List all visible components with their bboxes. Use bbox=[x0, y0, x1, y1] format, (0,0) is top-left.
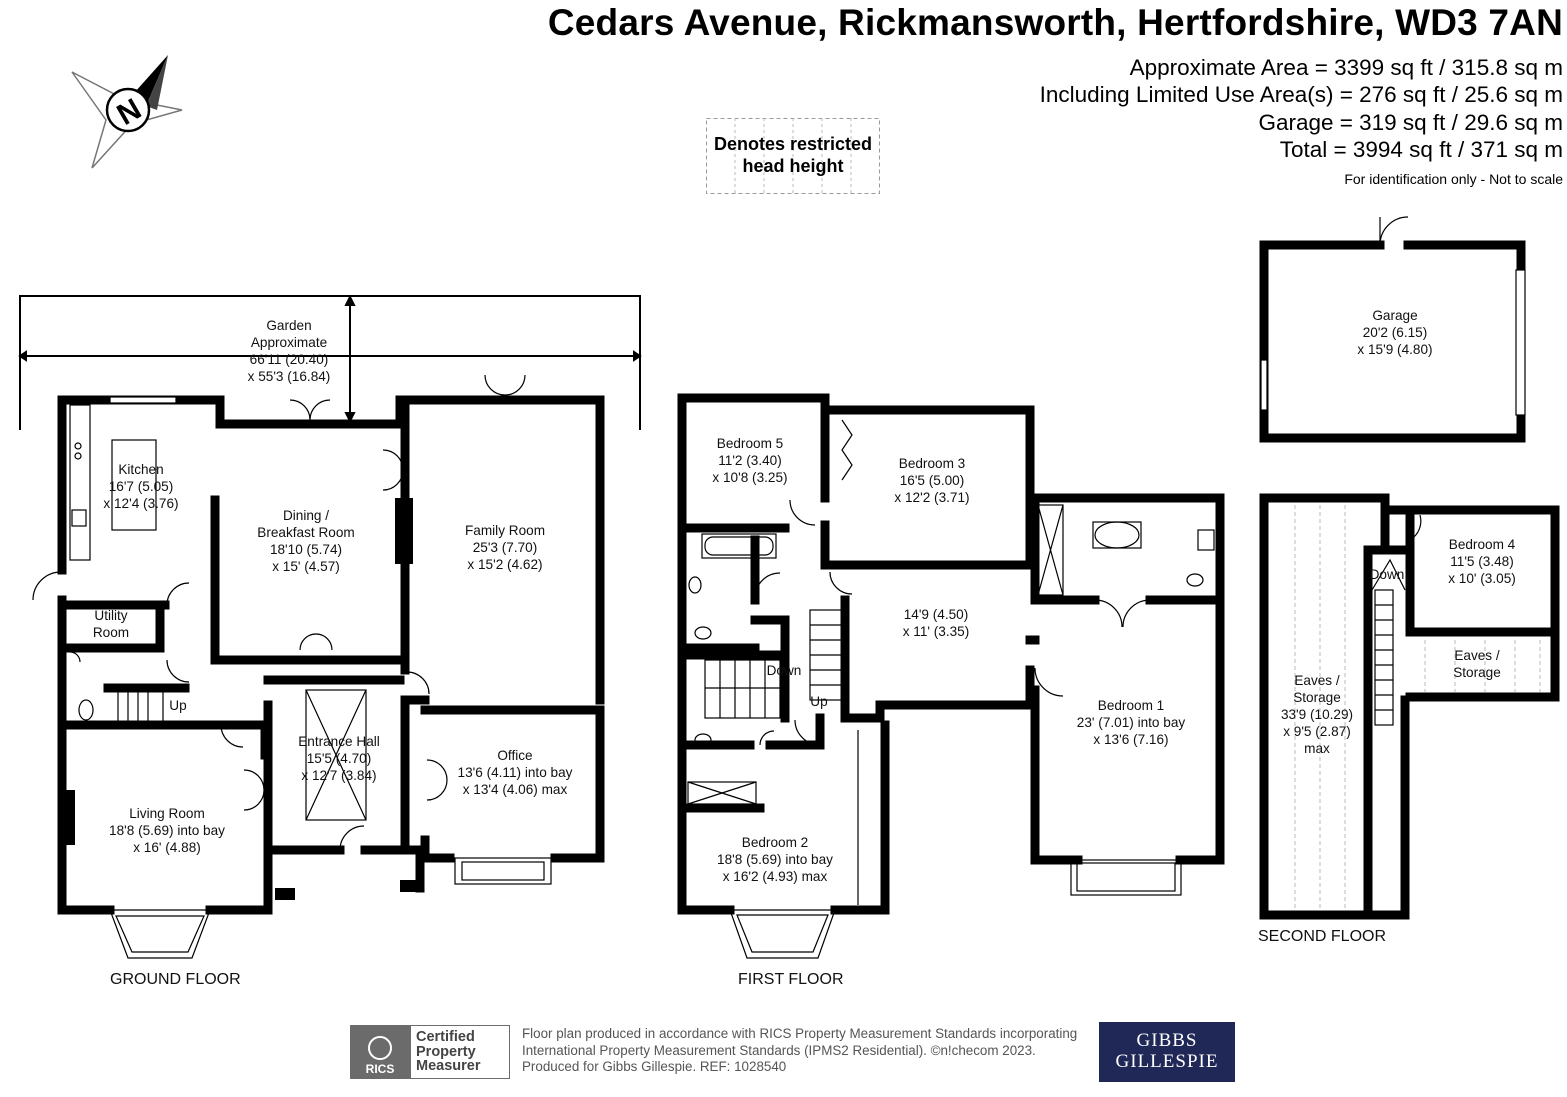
footer-line: International Property Measurement Stand… bbox=[522, 1042, 1036, 1058]
brand-logo: Gibbs Gillespie bbox=[1099, 1022, 1235, 1082]
room-label-eaves-storage: Eaves /Storage bbox=[1453, 648, 1501, 680]
wall-stub bbox=[275, 888, 295, 900]
stair-label-down: Down bbox=[1370, 567, 1405, 582]
rics-label-line: Certified bbox=[416, 1029, 475, 1045]
fireplace bbox=[395, 498, 413, 564]
second-floor-walls bbox=[1259, 493, 1560, 920]
identification-note: For identification only - Not to scale bbox=[1344, 171, 1563, 187]
first-floor-walls bbox=[677, 393, 1225, 915]
ground-floor-walls bbox=[57, 395, 605, 915]
second-floor-fixtures bbox=[1371, 506, 1496, 726]
footer-line: Floor plan produced in accordance with R… bbox=[522, 1026, 1078, 1041]
restricted-height-swatch bbox=[706, 118, 880, 194]
first-floor-fixtures bbox=[678, 394, 1215, 959]
brand-line: Gibbs bbox=[1136, 1030, 1198, 1051]
area-line: Approximate Area = 3399 sq ft / 315.8 sq… bbox=[1129, 55, 1563, 80]
area-line: Including Limited Use Area(s) = 276 sq f… bbox=[1039, 82, 1563, 108]
rics-label-line: Property bbox=[416, 1043, 476, 1060]
stair-label-down: Down bbox=[767, 663, 802, 678]
rics-label-line: Measurer bbox=[416, 1058, 481, 1075]
fireplace bbox=[63, 790, 75, 845]
property-address: Cedars Avenue, Rickmansworth, Hertfordsh… bbox=[547, 2, 1563, 43]
floor-label-ground: GROUND FLOOR bbox=[110, 971, 241, 988]
floor-label-second: SECOND FLOOR bbox=[1258, 928, 1386, 945]
legend-line: head height bbox=[742, 156, 844, 176]
ground-floor-fixtures bbox=[32, 374, 604, 959]
area-line: Total = 3994 sq ft / 371 sq m bbox=[1279, 136, 1563, 162]
area-summary: Approximate Area = 3399 sq ft / 315.8 sq… bbox=[1040, 54, 1563, 163]
garage-fixtures bbox=[1260, 216, 1526, 416]
legend-line: Denotes restricted bbox=[713, 134, 873, 154]
stair-label-up: Up bbox=[810, 694, 827, 709]
stair-label-up: Up bbox=[169, 698, 186, 713]
area-line: Garage = 319 sq ft / 29.6 sq m bbox=[1258, 109, 1563, 135]
rics-certified-badge: RICS bbox=[350, 1025, 510, 1079]
garden-outline bbox=[18, 294, 642, 430]
floor-label-first: FIRST FLOOR bbox=[738, 971, 844, 988]
rics-logo: RICS bbox=[366, 1062, 395, 1076]
restricted-head-height-hatching bbox=[1294, 505, 1541, 910]
footer-line: Produced for Gibbs Gillespie. REF: 10285… bbox=[522, 1059, 787, 1075]
wall-stub bbox=[400, 880, 422, 892]
brand-line: Gillespie bbox=[1115, 1051, 1219, 1072]
garage-walls bbox=[1259, 240, 1526, 443]
footer-disclaimer: Floor plan produced in accordance with R… bbox=[522, 1026, 1077, 1076]
restricted-height-legend: Denotes restricted head height bbox=[706, 133, 880, 177]
rics-certified-label: Certified Property Measurer bbox=[416, 1030, 480, 1074]
room-label-landing: 14'9 (4.50)x 11' (3.35) bbox=[903, 607, 970, 639]
north-compass-icon: N bbox=[71, 55, 183, 169]
